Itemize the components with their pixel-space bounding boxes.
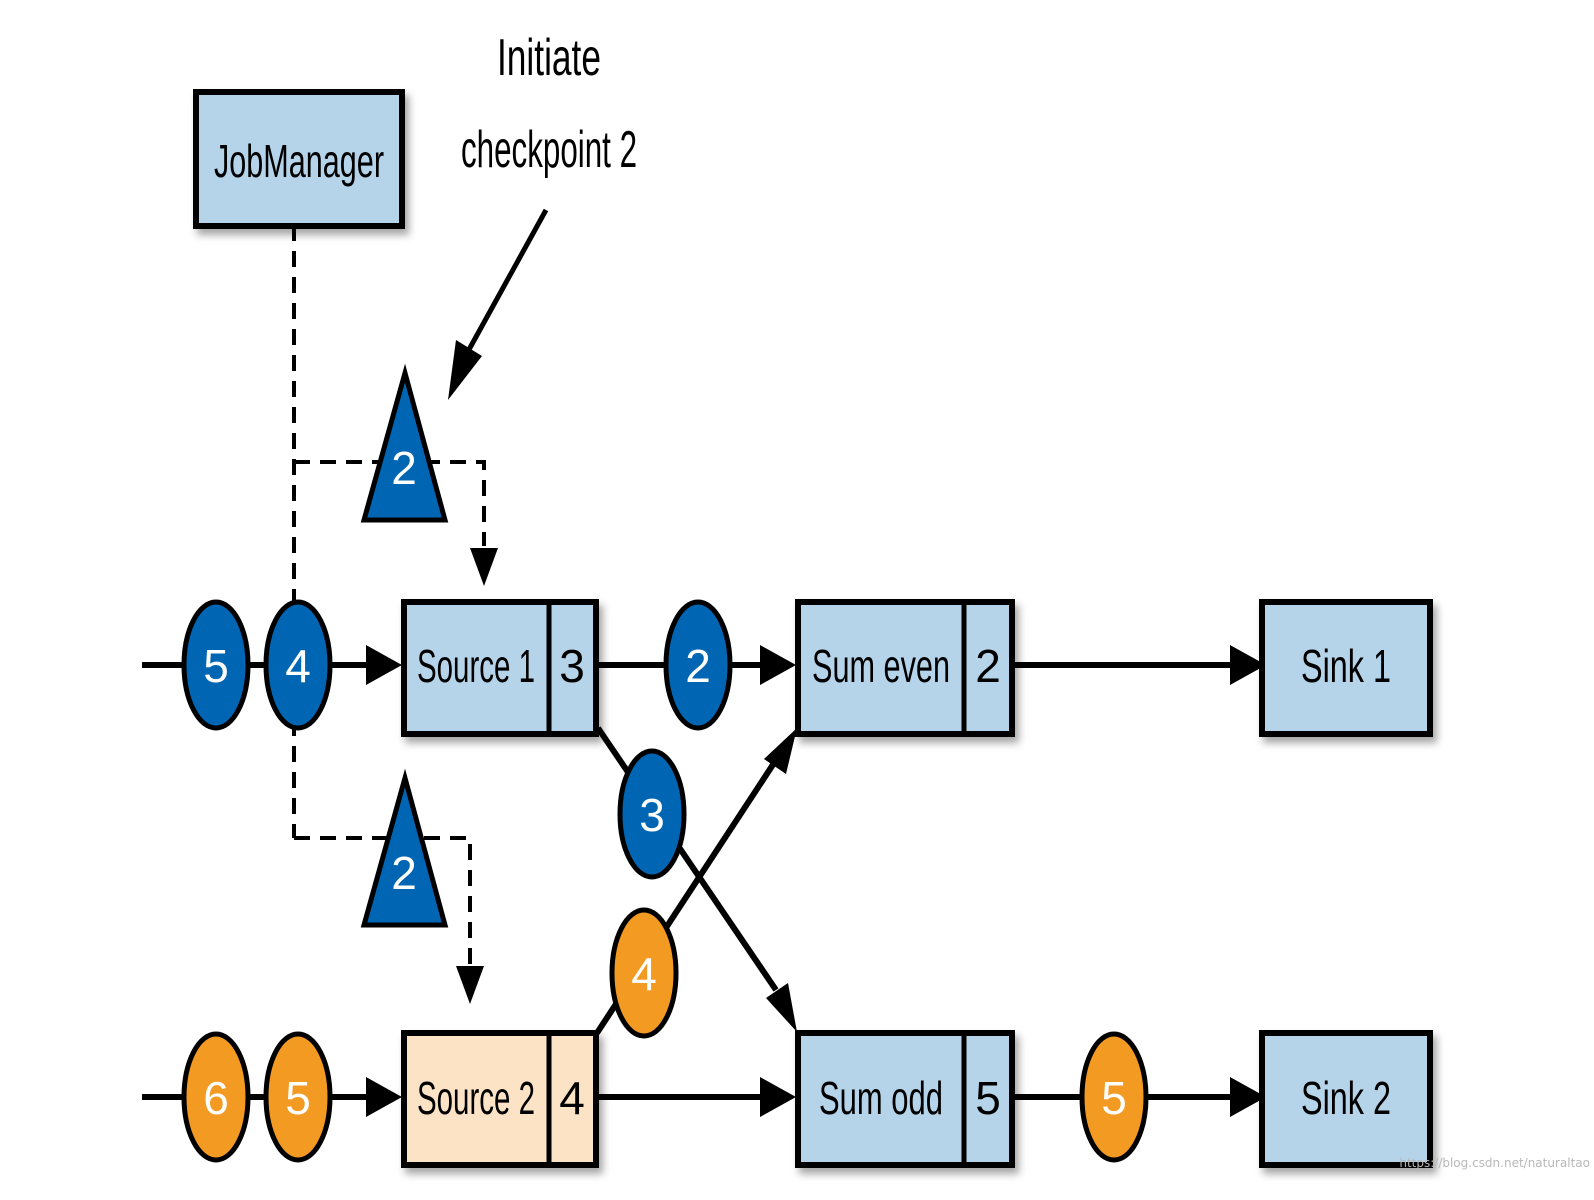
sum-odd-label: Sum odd bbox=[819, 1072, 943, 1124]
annotation-line-2: checkpoint 2 bbox=[461, 121, 637, 179]
dashed-path-to-source1 bbox=[294, 460, 486, 546]
record-to-sum-even-2: 2 bbox=[663, 599, 733, 731]
dataflow-arrowheads bbox=[366, 645, 1266, 1117]
arrowhead-cross-into-sum-odd bbox=[766, 983, 797, 1032]
source2-label: Source 2 bbox=[417, 1072, 535, 1124]
record-label: 5 bbox=[203, 640, 229, 692]
checkpoint-barrier-source1: 2 bbox=[360, 363, 449, 523]
source2-state: 4 bbox=[559, 1072, 585, 1124]
arrowhead-into-sum-odd bbox=[760, 1077, 796, 1117]
sum-even-state: 2 bbox=[975, 640, 1001, 692]
record-label: 4 bbox=[631, 948, 657, 1000]
record-to-sum-odd-3: 3 bbox=[617, 748, 687, 880]
record-to-sink2-5: 5 bbox=[1079, 1031, 1149, 1163]
record-label: 5 bbox=[1101, 1072, 1127, 1124]
jobmanager-trigger-lines bbox=[292, 225, 486, 964]
record-source1-input-5: 5 bbox=[181, 599, 251, 731]
checkpoint-annotation: Initiate checkpoint 2 bbox=[461, 29, 637, 179]
jobmanager-label: JobManager bbox=[214, 135, 384, 187]
watermark: https://blog.csdn.net/naturaltao bbox=[1399, 1156, 1590, 1170]
sink2-operator: Sink 2 bbox=[1259, 1030, 1433, 1168]
annotation-line-1: Initiate bbox=[497, 29, 601, 87]
dashed-arrowhead-source1 bbox=[470, 548, 498, 586]
record-label: 4 bbox=[285, 640, 311, 692]
source1-label: Source 1 bbox=[417, 640, 535, 692]
dataflow-lines bbox=[142, 662, 1232, 1100]
sum-even-operator: Sum even 2 bbox=[795, 599, 1015, 737]
arrowhead-into-sink1 bbox=[1230, 645, 1266, 685]
source1-operator: Source 1 3 bbox=[401, 599, 599, 737]
barrier-label: 2 bbox=[391, 847, 417, 899]
arrowhead-into-sink2 bbox=[1230, 1077, 1266, 1117]
record-source2-input-5: 5 bbox=[263, 1031, 333, 1163]
record-label: 2 bbox=[685, 640, 711, 692]
barrier-label: 2 bbox=[391, 442, 417, 494]
jobmanager-box: JobManager bbox=[193, 89, 405, 229]
sum-odd-operator: Sum odd 5 bbox=[795, 1030, 1015, 1168]
record-label: 6 bbox=[203, 1072, 229, 1124]
arrowhead-into-source2 bbox=[366, 1077, 402, 1117]
source1-state: 3 bbox=[559, 640, 585, 692]
dashed-arrowhead-source2 bbox=[456, 966, 484, 1004]
annotation-arrowhead bbox=[448, 340, 482, 400]
sum-odd-state: 5 bbox=[975, 1072, 1001, 1124]
arrowhead-into-sum-even bbox=[760, 645, 796, 685]
record-label: 3 bbox=[639, 789, 665, 841]
sink1-label: Sink 1 bbox=[1301, 640, 1391, 692]
checkpoint-barrier-source2: 2 bbox=[360, 768, 449, 928]
sum-even-label: Sum even bbox=[812, 640, 950, 692]
sink1-operator: Sink 1 bbox=[1259, 599, 1433, 737]
arrowhead-cross-into-sum-even bbox=[764, 728, 797, 774]
dashed-path-to-source2 bbox=[294, 836, 472, 964]
source2-operator: Source 2 4 bbox=[401, 1030, 599, 1168]
arrowhead-into-source1 bbox=[366, 645, 402, 685]
record-source1-input-4: 4 bbox=[263, 599, 333, 731]
record-source2-input-6: 6 bbox=[181, 1031, 251, 1163]
record-label: 5 bbox=[285, 1072, 311, 1124]
sink2-label: Sink 2 bbox=[1301, 1072, 1391, 1124]
annotation-arrow-line bbox=[463, 208, 549, 357]
record-to-sum-even-4: 4 bbox=[609, 907, 679, 1039]
